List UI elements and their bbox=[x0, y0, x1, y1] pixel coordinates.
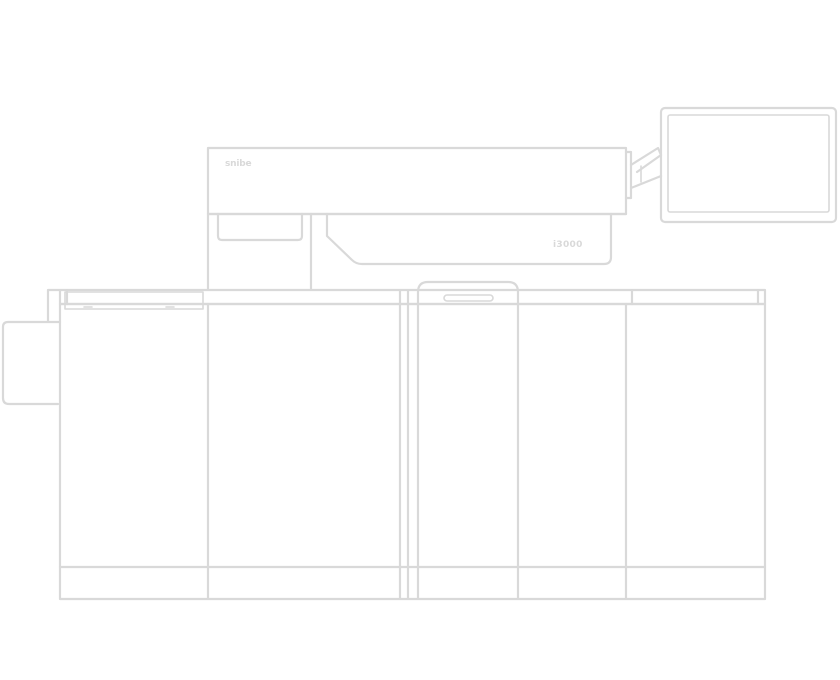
center-door-handle bbox=[443, 294, 494, 302]
lower-cabinet bbox=[58, 280, 767, 601]
reagent-slot bbox=[64, 291, 204, 310]
arm-upper-link bbox=[629, 146, 663, 174]
upper-module: snibe i3000 bbox=[206, 146, 628, 292]
upper-hood bbox=[206, 146, 628, 292]
right-cover-panel bbox=[325, 212, 613, 266]
monitor-screen bbox=[667, 114, 830, 213]
center-door bbox=[416, 280, 520, 601]
brand-label: snibe bbox=[225, 159, 251, 169]
monitor bbox=[659, 106, 838, 224]
cabinet-body bbox=[58, 302, 767, 601]
arm-mount bbox=[624, 150, 633, 200]
tray-box bbox=[1, 320, 60, 406]
tray-bracket bbox=[46, 288, 62, 324]
arm-lower-link bbox=[629, 174, 663, 190]
model-label: i3000 bbox=[553, 240, 583, 250]
monitor-arm bbox=[624, 146, 663, 200]
monitor-frame bbox=[659, 106, 838, 224]
left-drawer bbox=[216, 212, 304, 242]
side-loading-tray bbox=[1, 288, 62, 406]
